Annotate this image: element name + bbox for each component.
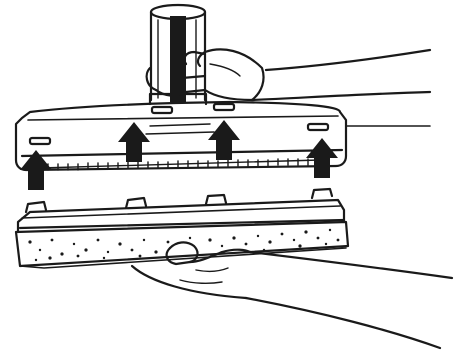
filter-pad-icon	[16, 189, 348, 268]
upper-hand-icon	[147, 49, 430, 100]
